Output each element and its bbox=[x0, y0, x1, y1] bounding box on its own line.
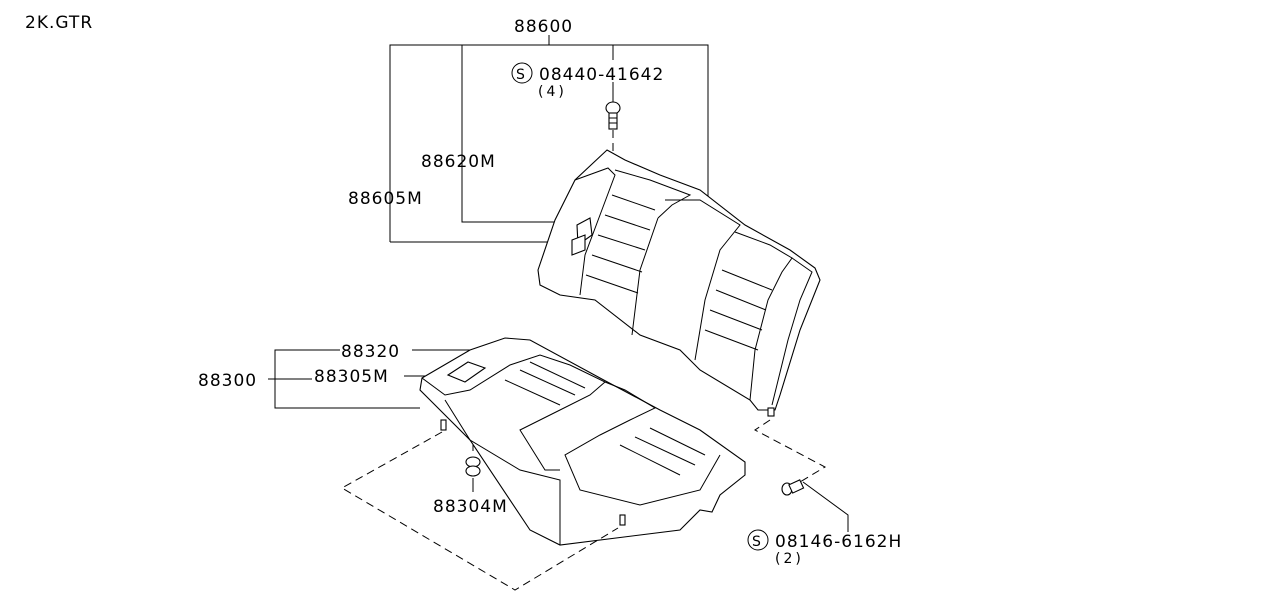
model-code: 2K.GTR bbox=[25, 13, 93, 33]
seat-back-leader-lines bbox=[389, 35, 709, 243]
cushion-bolt-leader bbox=[802, 481, 849, 532]
label-88600[interactable]: 88600 bbox=[514, 17, 573, 37]
standard-part-symbol: S bbox=[516, 67, 526, 83]
label-88305M[interactable]: 88305M bbox=[314, 367, 389, 387]
clip-icon bbox=[465, 456, 481, 477]
qty-back-bolt: (4) bbox=[538, 84, 567, 100]
label-88320[interactable]: 88320 bbox=[341, 342, 400, 362]
standard-part-icon bbox=[511, 62, 533, 84]
label-88300[interactable]: 88300 bbox=[198, 371, 257, 391]
standard-part-symbol-lower: S bbox=[752, 534, 762, 550]
standard-part-icon-lower bbox=[747, 529, 769, 551]
bolt-icon-lower bbox=[781, 479, 805, 496]
label-88304M[interactable]: 88304M bbox=[433, 497, 508, 517]
seat-back bbox=[537, 149, 821, 417]
bolt-icon bbox=[605, 101, 621, 130]
label-08146-6162H[interactable]: 08146-6162H bbox=[775, 532, 902, 552]
seat-cushion bbox=[419, 337, 746, 546]
qty-cushion-bolt: (2) bbox=[775, 551, 804, 567]
label-88620M[interactable]: 88620M bbox=[421, 152, 496, 172]
label-08440-41642[interactable]: 08440-41642 bbox=[539, 65, 664, 85]
label-88605M[interactable]: 88605M bbox=[348, 189, 423, 209]
mounting-dashed-lines bbox=[340, 419, 827, 591]
